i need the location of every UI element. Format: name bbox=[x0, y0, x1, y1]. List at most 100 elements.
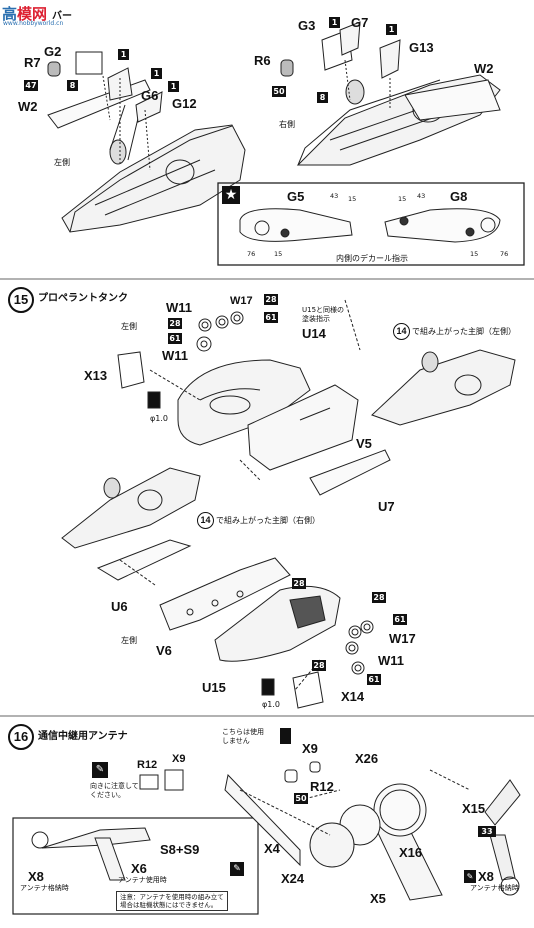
part-label-v6: V6 bbox=[156, 643, 172, 658]
part-label-x4: X4 bbox=[264, 841, 280, 856]
not-used-icon bbox=[280, 728, 291, 744]
part-label-u14: U14 bbox=[302, 326, 326, 341]
star-icon: ★ bbox=[222, 186, 240, 204]
color-badge-61-a: 61 bbox=[168, 333, 182, 344]
pin-icon-a: ✎ bbox=[92, 762, 108, 778]
part-label-w17-b: W17 bbox=[389, 631, 416, 646]
drill-size-a: φ1.0 bbox=[150, 414, 168, 423]
watermark-url: www.hobbyworld.cn bbox=[3, 20, 64, 27]
watermark-brand: 高 bbox=[2, 5, 18, 23]
color-badge-61-c: 61 bbox=[393, 614, 407, 625]
step15-left-label-2: 左側 bbox=[121, 636, 137, 645]
part-label-g13: G13 bbox=[409, 40, 434, 55]
part-label-w17-a: W17 bbox=[230, 295, 253, 307]
color-badge-50-s16: 50 bbox=[294, 793, 308, 804]
color-badge-33-text: 33 bbox=[481, 827, 493, 836]
part-label-g2: G2 bbox=[44, 44, 62, 59]
decal-15-c: 15 bbox=[274, 250, 283, 258]
right-side-label: 右側 bbox=[279, 120, 295, 129]
color-badge-61-d: 61 bbox=[367, 674, 381, 685]
part-label-g6: G6 bbox=[141, 88, 159, 103]
decal-15-b: 15 bbox=[398, 195, 407, 203]
color-badge-8-left: 8 bbox=[67, 80, 78, 91]
color-badge-33: 33 bbox=[478, 826, 496, 837]
u15-paint-note: U15と同様の 塗装指示 bbox=[302, 306, 345, 323]
part-label-w11-c: W11 bbox=[378, 653, 405, 668]
runner-badge-1a: 1 bbox=[118, 49, 129, 60]
not-used-note: こちらは使用 しません bbox=[222, 728, 264, 745]
decal-76-left: 76 bbox=[247, 250, 256, 258]
part-label-w11-b: W11 bbox=[162, 348, 189, 363]
pin-icon-b: ✎ bbox=[464, 870, 476, 883]
decal-76-right: 76 bbox=[500, 250, 509, 258]
part-label-x24: X24 bbox=[281, 871, 305, 886]
color-badge-50: 50 bbox=[272, 86, 286, 97]
pin-icon-c: ✎ bbox=[230, 862, 244, 876]
watermark-logo: 高模网 bbox=[2, 3, 47, 24]
part-label-x15: X15 bbox=[462, 801, 486, 816]
header-partial-title: バー bbox=[52, 11, 72, 22]
part-label-r12-a: R12 bbox=[137, 759, 158, 771]
drill-size-b: φ1.0 bbox=[262, 700, 280, 709]
color-badge-28-a: 28 bbox=[168, 318, 182, 329]
in-use-note: アンテナ使用時 bbox=[118, 876, 167, 884]
decal-43-left: 43 bbox=[330, 192, 339, 200]
part-label-x26: X26 bbox=[355, 751, 379, 766]
part-label-r12-b: R12 bbox=[310, 779, 334, 794]
part-label-x6: X6 bbox=[131, 861, 147, 876]
step-16-number: 16 bbox=[8, 724, 34, 750]
part-label-r7: R7 bbox=[24, 55, 41, 70]
ref-step14-left-text: で組み上がった主脚（左側） bbox=[412, 327, 516, 336]
part-label-v5: V5 bbox=[356, 436, 372, 451]
part-label-x9-a: X9 bbox=[172, 753, 186, 765]
decal-15-d: 15 bbox=[470, 250, 479, 258]
stowed-note-right: アンテナ格納時 bbox=[470, 884, 519, 892]
part-label-g8: G8 bbox=[450, 189, 468, 204]
part-label-u15: U15 bbox=[202, 680, 226, 695]
part-label-u6: U6 bbox=[111, 599, 128, 614]
caution-note: 注意：アンテナを使用時の組み立て 場合は駐機状態にはできません。 bbox=[116, 891, 228, 911]
part-label-r6: R6 bbox=[254, 53, 271, 68]
color-badge-47: 47 bbox=[24, 80, 38, 91]
ref-step14-left-number: 14 bbox=[393, 323, 410, 340]
color-badge-61-b: 61 bbox=[264, 312, 278, 323]
color-badge-28-e: 28 bbox=[312, 660, 326, 671]
part-label-s8s9: S8+S9 bbox=[160, 842, 200, 857]
runner-badge-1b: 1 bbox=[151, 68, 162, 79]
step-16-title: 通信中継用アンテナ bbox=[38, 731, 128, 742]
part-label-x8-left: X8 bbox=[28, 869, 44, 884]
decal-caption: 内側のデカール指示 bbox=[336, 254, 408, 263]
stowed-note-left: アンテナ格納時 bbox=[20, 884, 69, 892]
part-label-x13: X13 bbox=[84, 368, 108, 383]
color-badge-28-d: 28 bbox=[372, 592, 386, 603]
color-badge-28-c: 28 bbox=[292, 578, 306, 589]
part-label-g7: G7 bbox=[351, 15, 369, 30]
runner-badge-1d: 1 bbox=[329, 17, 340, 28]
part-label-x5: X5 bbox=[370, 891, 386, 906]
part-label-x8-right: X8 bbox=[478, 869, 494, 884]
orientation-note: 向きに注意して ください。 bbox=[90, 782, 139, 799]
color-badge-8-right: 8 bbox=[317, 92, 328, 103]
part-label-g3: G3 bbox=[298, 18, 316, 33]
part-label-x16: X16 bbox=[399, 845, 423, 860]
color-badge-28-b: 28 bbox=[264, 294, 278, 305]
part-label-g12: G12 bbox=[172, 96, 197, 111]
part-label-x9-b: X9 bbox=[302, 741, 318, 756]
decal-15-a: 15 bbox=[348, 195, 357, 203]
part-label-x14: X14 bbox=[341, 689, 365, 704]
part-label-w2-left: W2 bbox=[18, 99, 38, 114]
watermark-mark: 模网 bbox=[17, 5, 48, 23]
part-label-w2-right: W2 bbox=[474, 61, 494, 76]
ref-step14-right-text: で組み上がった主脚（右側） bbox=[216, 516, 320, 525]
runner-badge-1c: 1 bbox=[168, 81, 179, 92]
ref-step14-right-number: 14 bbox=[197, 512, 214, 529]
decal-43-right: 43 bbox=[417, 192, 426, 200]
step-15-title: プロペラントタンク bbox=[38, 293, 128, 304]
part-label-w11-a: W11 bbox=[166, 300, 193, 315]
left-side-label: 左側 bbox=[54, 158, 70, 167]
part-label-u7: U7 bbox=[378, 499, 395, 514]
step15-left-label: 左側 bbox=[121, 322, 137, 331]
